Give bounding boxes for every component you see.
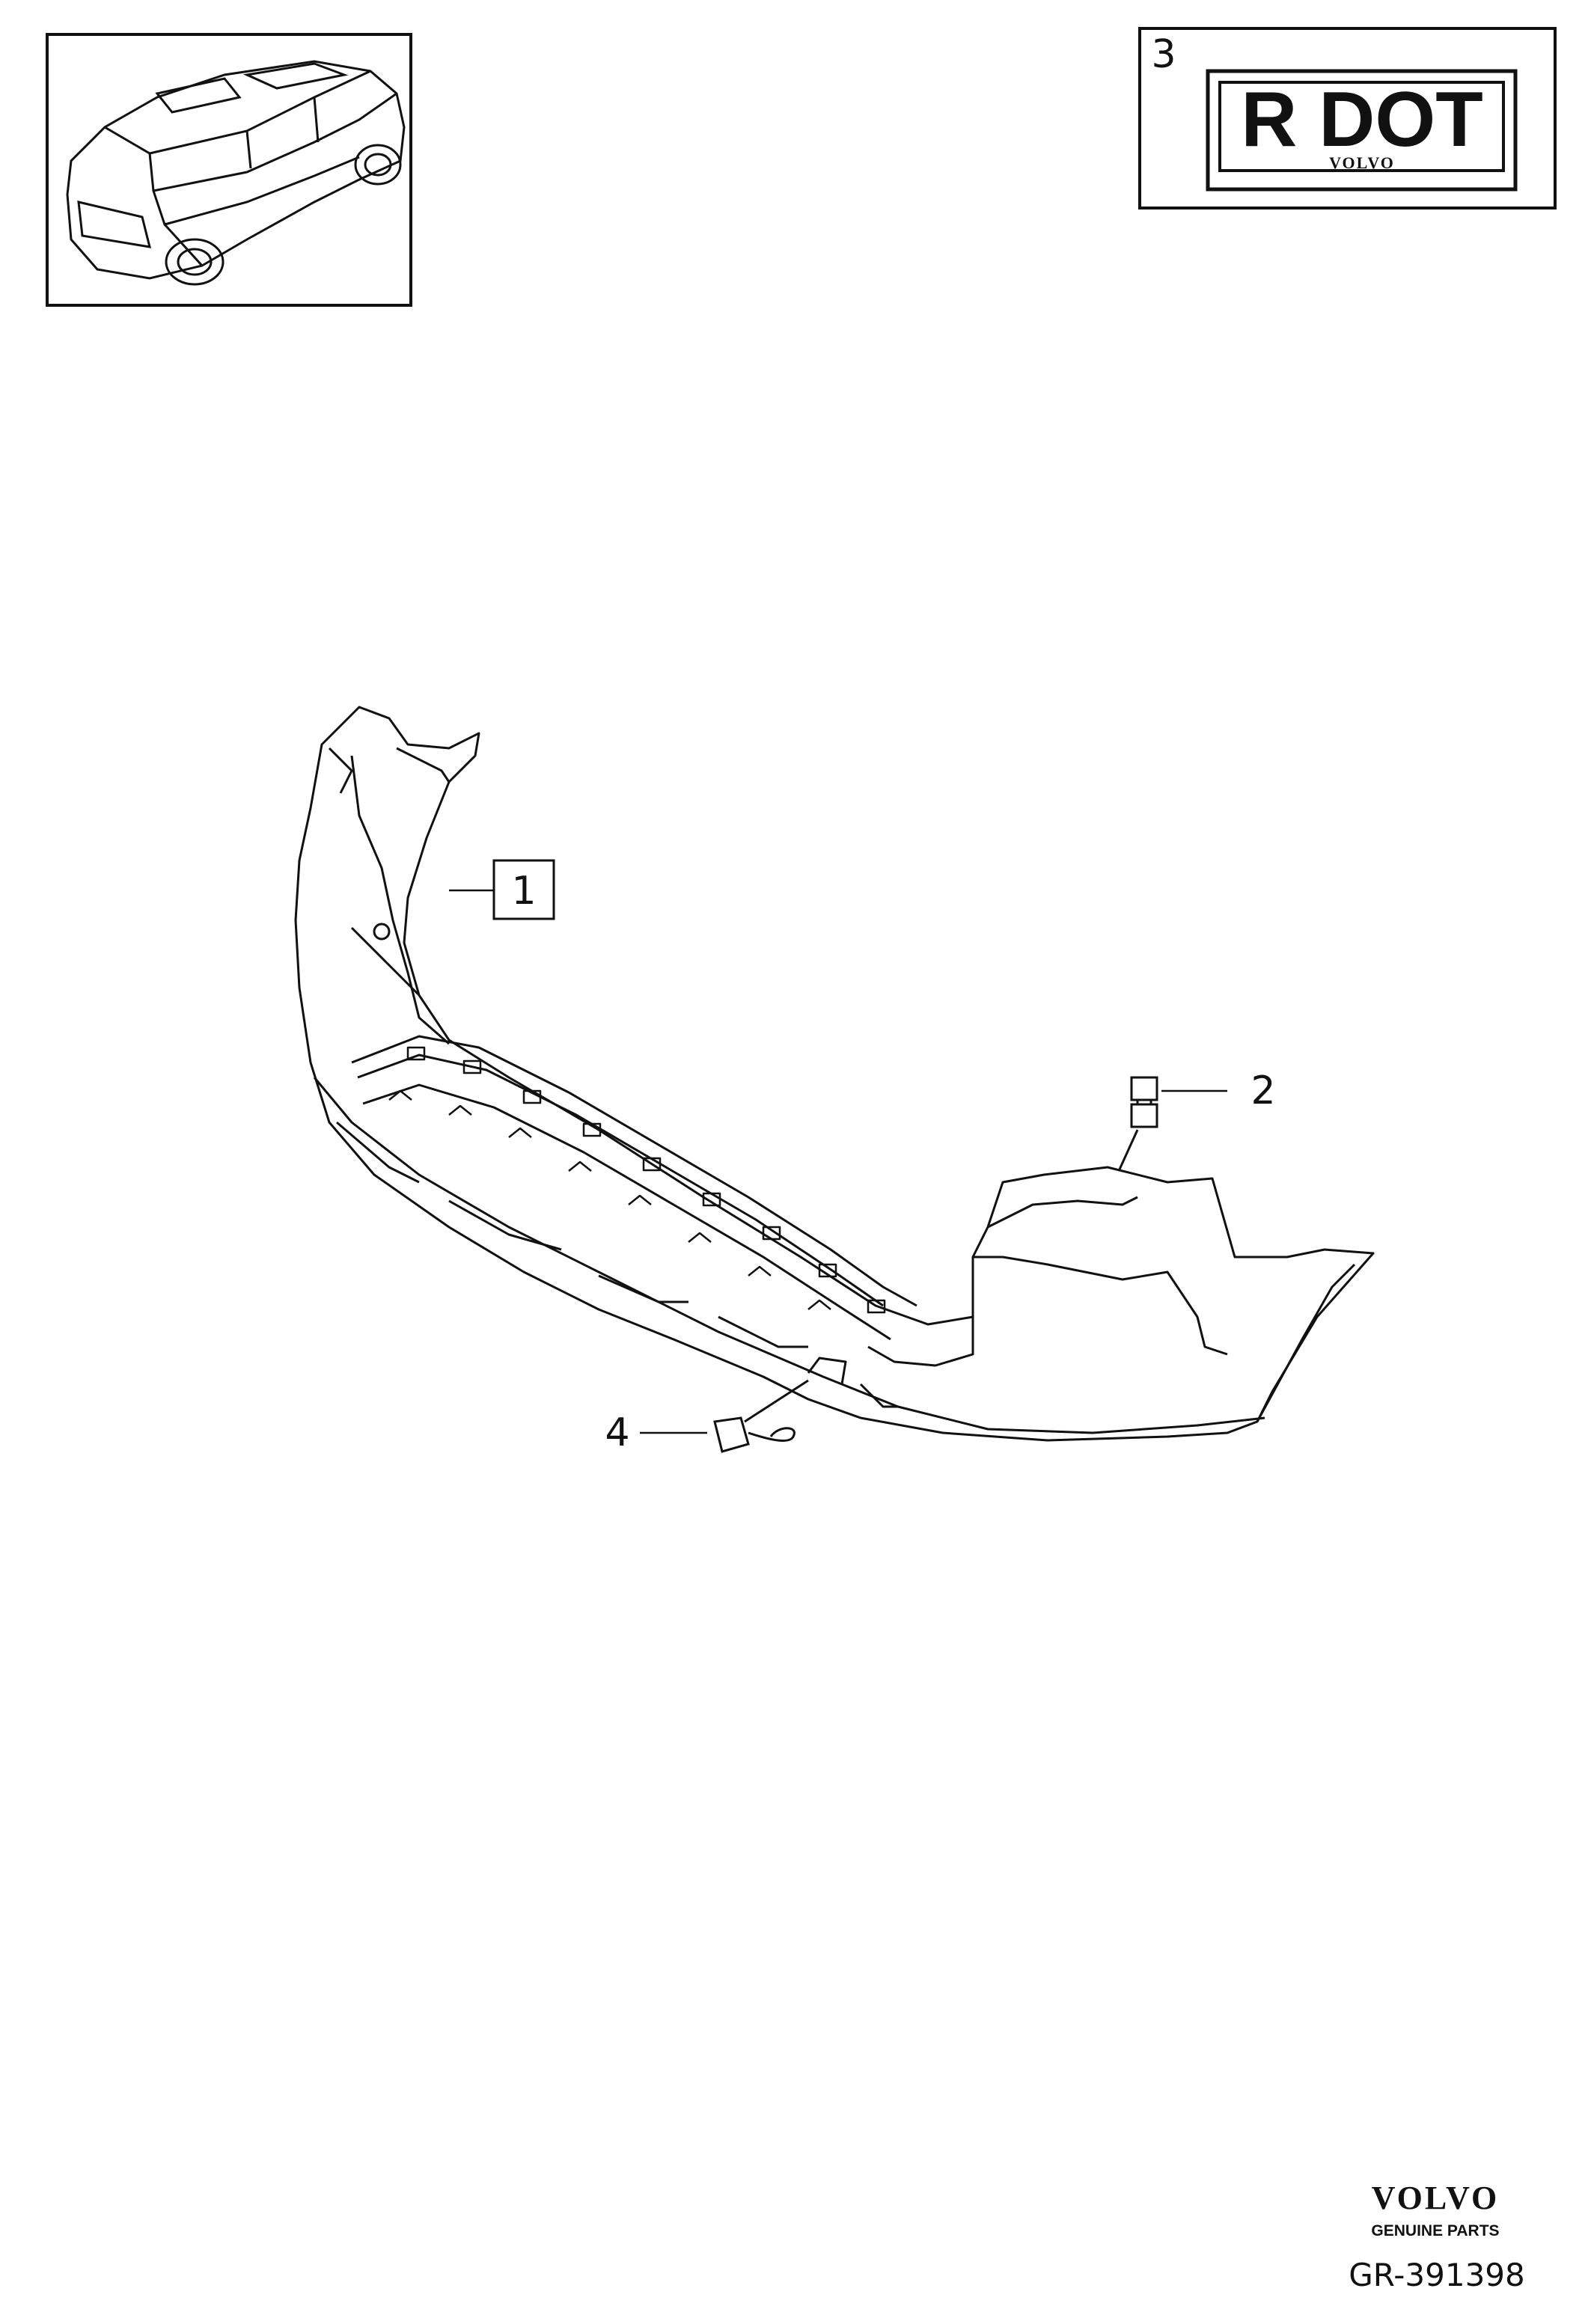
volvo-logo: VOLVO <box>1372 2180 1500 2216</box>
callout-1-label: 1 <box>511 869 536 914</box>
leader-lines <box>449 889 1227 1434</box>
callout-3-label: 3 <box>1151 32 1176 77</box>
badge-text: R DOT <box>1241 76 1483 163</box>
callout-1-box <box>492 859 555 920</box>
diagram-reference: GR-391398 <box>1349 2257 1525 2293</box>
rear-bumper-cover <box>294 706 1375 1442</box>
callout-4-label: 4 <box>605 1410 629 1455</box>
tow-eye-cover-part <box>713 1379 809 1453</box>
badge-callout <box>1138 27 1557 210</box>
vehicle-thumbnail <box>46 33 412 307</box>
badge-brand: VOLVO <box>1329 153 1395 172</box>
genuine-parts-text: GENUINE PARTS <box>1371 2222 1499 2239</box>
callout-2-label: 2 <box>1250 1068 1275 1113</box>
clip-part <box>1117 1076 1158 1172</box>
